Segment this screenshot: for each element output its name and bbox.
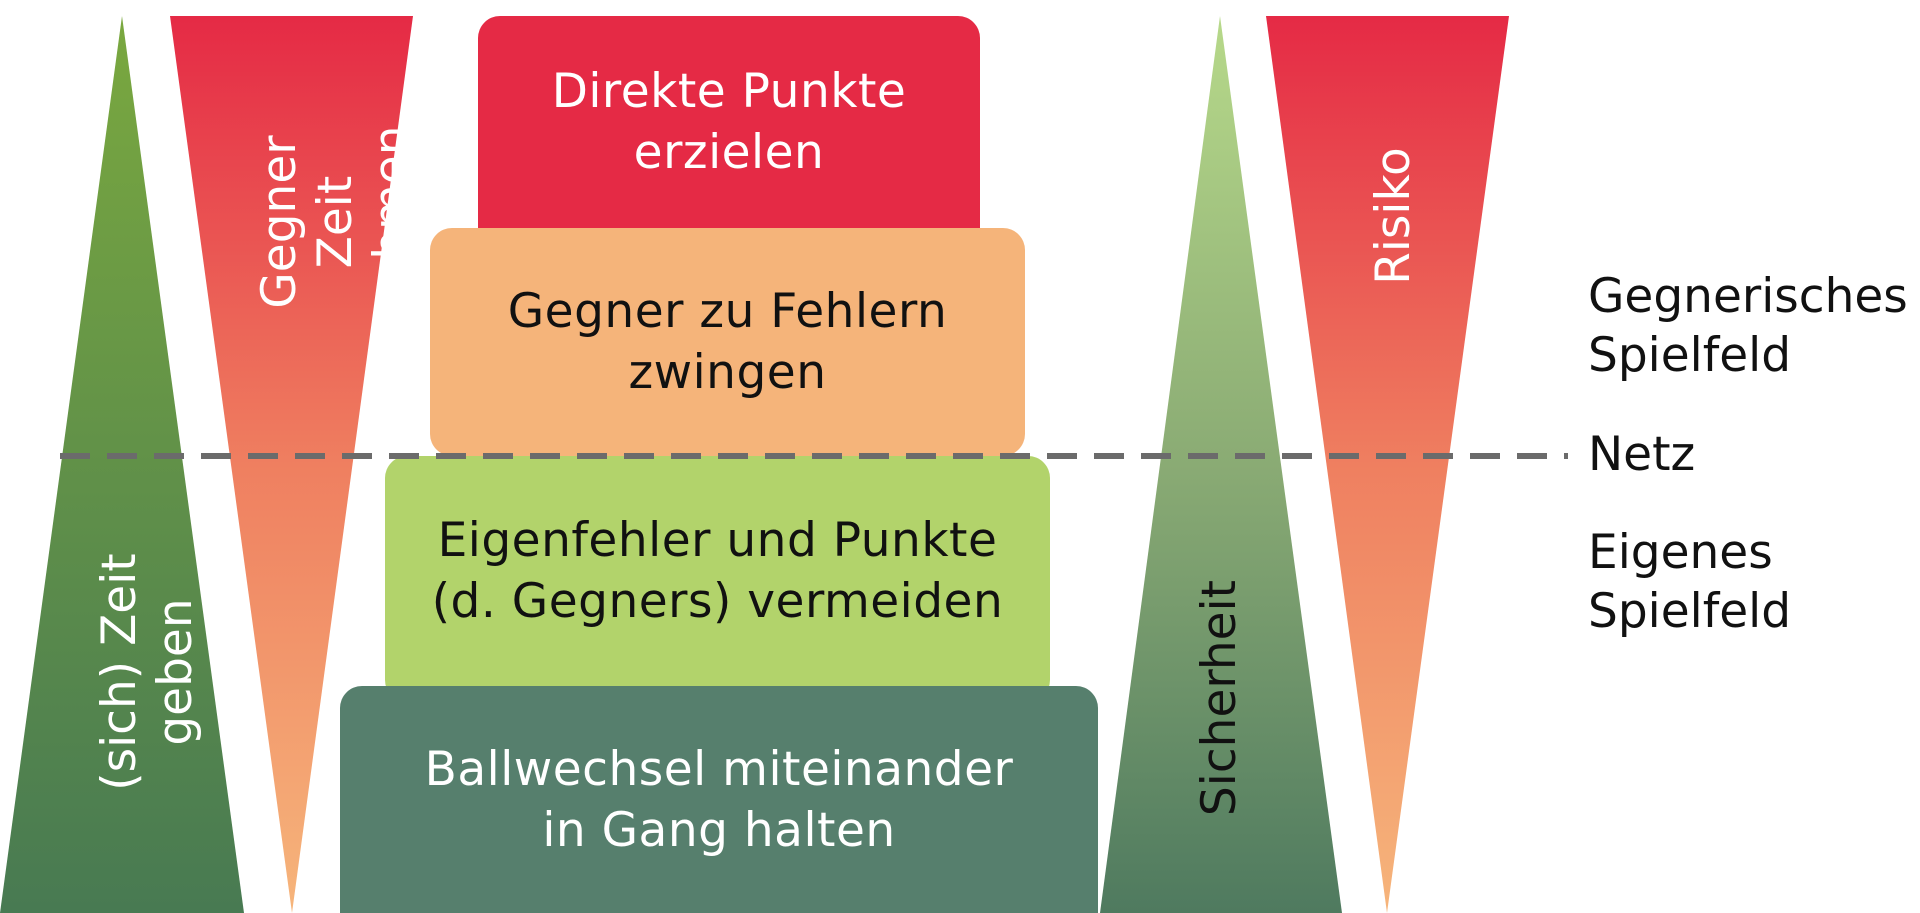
level-3-shape xyxy=(385,456,1050,702)
label-net: Netz xyxy=(1588,427,1696,482)
level-4-label: Ballwechsel miteinander in Gang halten xyxy=(424,741,1014,858)
label-zeit-geben: (sich) Zeit geben xyxy=(92,553,203,791)
level-1-box: Direkte Punkte erzielen xyxy=(478,16,980,228)
level-3-box: Eigenfehler und Punkte (d. Gegners) verm… xyxy=(385,456,1050,686)
level-1-label: Direkte Punkte erzielen xyxy=(551,64,907,180)
wedge-zeit-nehmen xyxy=(170,16,413,913)
wedge-risiko xyxy=(1266,16,1509,913)
level-4-shape xyxy=(340,686,1098,913)
level-4-base xyxy=(340,890,1098,913)
label-sicherheit: Sicherheit xyxy=(1192,579,1247,817)
wedge-sicherheit xyxy=(1100,16,1342,913)
label-risiko: Risiko xyxy=(1366,147,1421,285)
level-2-label: Gegner zu Fehlern zwingen xyxy=(507,284,948,400)
label-zeit-nehmen: Gegner Zeit nehmen xyxy=(252,125,419,319)
level-4-box: Ballwechsel miteinander in Gang halten xyxy=(340,686,1098,913)
level-1-shape xyxy=(478,16,980,258)
level-3-label: Eigenfehler und Punkte (d. Gegners) verm… xyxy=(431,513,1004,629)
label-own-field: Eigenes Spielfeld xyxy=(1588,525,1792,639)
level-2-box: Gegner zu Fehlern zwingen xyxy=(430,228,1025,456)
label-opponent-field: Gegnerisches Spielfeld xyxy=(1588,269,1908,383)
wedge-zeit-geben xyxy=(0,16,244,913)
level-2-shape xyxy=(430,228,1025,456)
